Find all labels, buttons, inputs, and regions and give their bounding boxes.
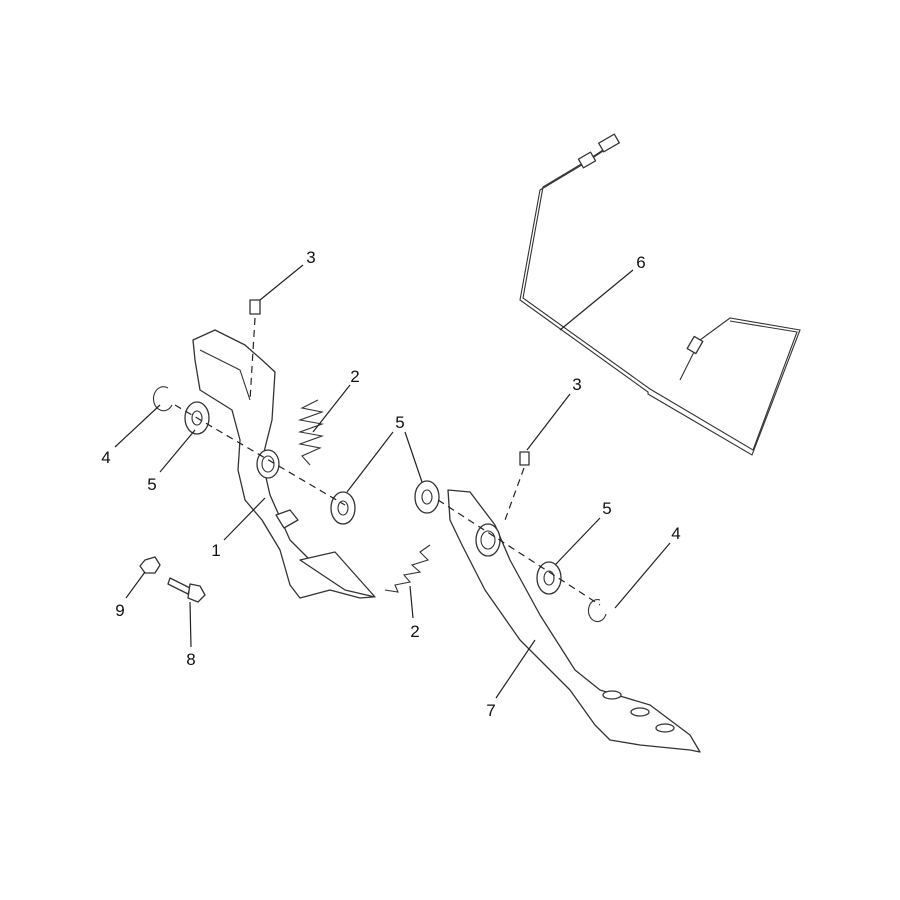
callout: 5 xyxy=(602,499,611,518)
grease-fitting xyxy=(519,451,530,466)
callout: 8 xyxy=(186,650,195,669)
callout: 2 xyxy=(410,622,419,641)
callout: 1 xyxy=(211,541,220,560)
callout: 5 xyxy=(147,475,156,494)
callout: 9 xyxy=(115,601,124,620)
callout: 7 xyxy=(486,701,495,720)
callout-labels: 3 6 2 5 5 3 4 5 5 4 1 9 8 2 7 xyxy=(101,248,680,720)
brake-pedal xyxy=(447,489,701,753)
e-clip xyxy=(152,386,173,412)
callout: 3 xyxy=(572,375,581,394)
callout: 4 xyxy=(671,524,680,543)
callout: 5 xyxy=(395,413,404,432)
leader-lines xyxy=(114,264,671,699)
spring xyxy=(297,399,431,593)
grease-fitting xyxy=(249,299,261,315)
e-clip xyxy=(587,599,607,623)
callout: 3 xyxy=(306,248,315,267)
washers xyxy=(184,401,562,595)
bolt xyxy=(167,577,206,603)
callout: 4 xyxy=(101,448,110,467)
callout: 6 xyxy=(636,253,645,272)
callout: 2 xyxy=(350,367,359,386)
pedal-bracket xyxy=(192,329,376,599)
cable xyxy=(519,133,801,456)
nut xyxy=(139,556,161,574)
